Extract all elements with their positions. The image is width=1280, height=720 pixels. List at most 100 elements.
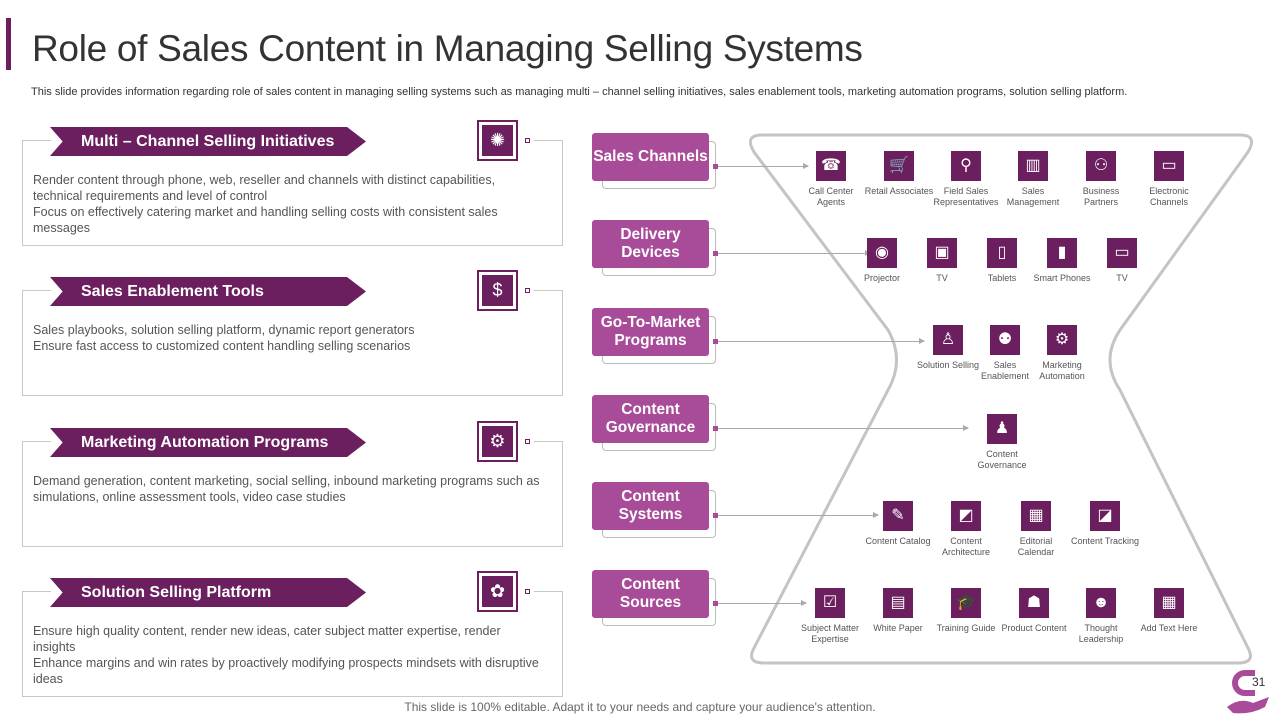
connector-dot <box>525 288 530 293</box>
section-box <box>22 290 563 396</box>
section-title-banner: Sales Enablement Tools <box>50 277 366 306</box>
section-title-banner: Multi – Channel Selling Initiatives <box>50 127 366 156</box>
monitor-gear-icon: ⚙ <box>482 426 513 457</box>
category-box: Delivery Devices <box>592 220 709 268</box>
icon-label: Add Text Here <box>1140 623 1198 633</box>
title-accent-bar <box>6 18 11 70</box>
icon-label: Smart Phones <box>1033 273 1091 283</box>
section-icon-frame: $ <box>477 270 518 311</box>
connector-dot <box>713 251 718 256</box>
connector-dot <box>713 339 718 344</box>
category-box: Go-To-Market Programs <box>592 308 709 356</box>
team-icon: ⚉ <box>990 325 1020 355</box>
icon-label: Sales Management <box>1006 186 1060 207</box>
icon-label: Content Tracking <box>1070 536 1140 546</box>
board-gear-icon: ⚙ <box>1047 325 1077 355</box>
icon-label: Field Sales Representatives <box>933 186 999 207</box>
category-box: Content Systems <box>592 482 709 530</box>
section-title-banner: Solution Selling Platform <box>50 578 366 607</box>
connector-dot <box>525 138 530 143</box>
graduation-cap-icon: 🎓 <box>951 588 981 618</box>
icon-label: Editorial Calendar <box>1017 536 1055 557</box>
monitor-icon: ▭ <box>1154 151 1184 181</box>
section-icon-frame: ✿ <box>477 571 518 612</box>
section-box <box>22 140 563 246</box>
icon-label: TV <box>1116 273 1128 283</box>
icon-label: Content Governance <box>977 449 1027 470</box>
page-number: 31 <box>1252 675 1266 689</box>
icon-label: Projector <box>863 273 900 283</box>
connector-dot <box>525 439 530 444</box>
description-line: Sales playbooks, solution selling platfo… <box>33 323 415 337</box>
section-description: Demand generation, content marketing, so… <box>33 473 543 505</box>
divider <box>23 140 51 141</box>
connector-arrow <box>718 512 879 518</box>
catalog-icon: ✎ <box>883 501 913 531</box>
divider <box>23 441 51 442</box>
smartphone-icon: ▮ <box>1047 238 1077 268</box>
person-check-icon: ♟ <box>987 414 1017 444</box>
clipboard-icon: ☑ <box>815 588 845 618</box>
network-person-icon: ✺ <box>482 125 513 156</box>
divider <box>534 441 562 442</box>
description-line: Ensure fast access to customized content… <box>33 339 411 353</box>
icon-label: Training Guide <box>936 623 996 633</box>
icon-label: Call Center Agents <box>808 186 854 207</box>
headset-agent-icon: ☎ <box>816 151 846 181</box>
hands-gear-icon: ✿ <box>482 576 513 607</box>
icon-label: White Paper <box>873 623 923 633</box>
tv-monitor-icon: ▭ <box>1107 238 1137 268</box>
page-subtitle: This slide provides information regardin… <box>31 86 1128 98</box>
connector-dot <box>713 601 718 606</box>
icon-label: Content Architecture <box>941 536 991 557</box>
tracking-chart-icon: ◪ <box>1090 501 1120 531</box>
projector-icon: ◉ <box>867 238 897 268</box>
icon-label: Subject Matter Expertise <box>800 623 860 644</box>
shopping-cart-icon: 🛒 <box>884 151 914 181</box>
person-chart-icon: ♙ <box>933 325 963 355</box>
category-box: Sales Channels <box>592 133 709 181</box>
icon-label: Business Partners <box>1082 186 1120 207</box>
icon-label: Thought Leadership <box>1078 623 1124 644</box>
icon-label: Retail Associates <box>864 186 934 196</box>
icon-label: Solution Selling <box>916 360 980 370</box>
icon-label: Sales Enablement <box>980 360 1030 381</box>
head-gear-icon: ☻ <box>1086 588 1116 618</box>
divider <box>534 591 562 592</box>
connector-arrow <box>718 163 809 169</box>
connector-dot <box>713 164 718 169</box>
presentation-icon: ▥ <box>1018 151 1048 181</box>
icon-label: TV <box>936 273 948 283</box>
tv-icon: ▣ <box>927 238 957 268</box>
icon-label: Content Catalog <box>865 536 931 546</box>
magnet-hand-logo <box>1227 670 1269 714</box>
connector-dot <box>713 426 718 431</box>
connector-dot <box>713 513 718 518</box>
section-box <box>22 591 563 697</box>
section-icon-frame: ⚙ <box>477 421 518 462</box>
divider <box>534 290 562 291</box>
connector-arrow <box>718 425 969 431</box>
section-box <box>22 441 563 547</box>
document-icon: ▤ <box>883 588 913 618</box>
hand-box-icon: ☗ <box>1019 588 1049 618</box>
tablet-icon: ▯ <box>987 238 1017 268</box>
divider <box>23 591 51 592</box>
section-description: Ensure high quality content, render new … <box>33 623 543 687</box>
calculator-icon: ▦ <box>1154 588 1184 618</box>
description-line: Focus on effectively catering market and… <box>33 205 498 235</box>
connector-dot <box>525 589 530 594</box>
description-line: Render content through phone, web, resel… <box>33 173 496 203</box>
icon-label: Electronic Channels <box>1149 186 1189 207</box>
connector-arrow <box>718 250 871 256</box>
calendar-icon: ▦ <box>1021 501 1051 531</box>
page-title: Role of Sales Content in Managing Sellin… <box>32 28 863 69</box>
people-network-icon: ⚲ <box>951 151 981 181</box>
money-chart-icon: $ <box>482 275 513 306</box>
description-line: Enhance margins and win rates by proacti… <box>33 656 539 686</box>
footer-note: This slide is 100% editable. Adapt it to… <box>404 700 876 714</box>
icon-label: Tablets <box>987 273 1017 283</box>
icon-label: Product Content <box>1001 623 1067 633</box>
divider <box>23 290 51 291</box>
